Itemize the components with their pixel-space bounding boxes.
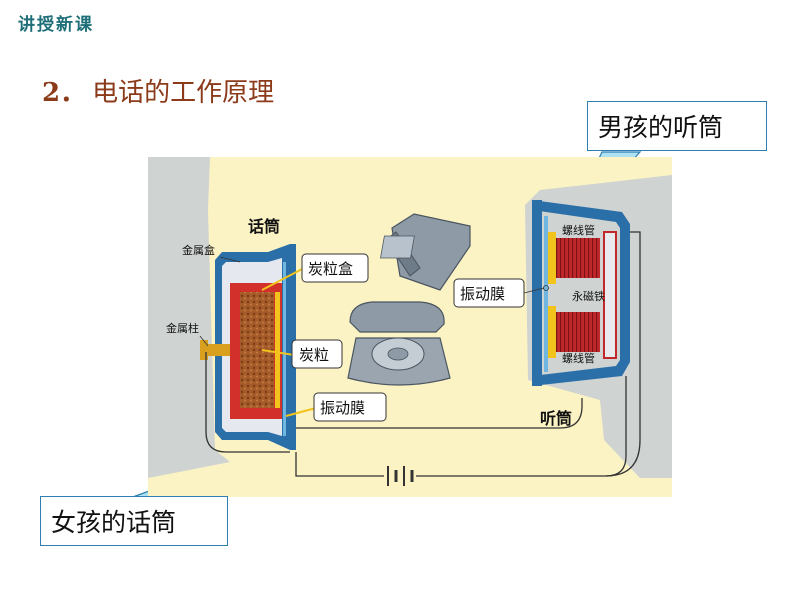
coil-bottom-label: 螺线管 [562,351,595,365]
metal-post-leader [199,335,209,347]
magnet-label: 永磁铁 [572,289,605,303]
coil-bottom [556,312,600,352]
carbon-label: 炭粒 [299,346,329,364]
metal-box-leader [219,256,241,263]
arrow-carbon-box [261,267,305,291]
carbon-box-label-box [301,253,369,283]
header-tag: 讲授新课 [18,15,94,35]
metal-post-label: 金属柱 [166,321,199,335]
coil-bottom-core [548,306,556,358]
carbon-label-box [291,339,343,369]
mouthpiece-heading: 话筒 [248,217,280,236]
permanent-magnet [603,231,617,359]
earpiece-casing [532,200,630,386]
callout-boy-earpiece: 男孩的听筒 [587,101,767,151]
metal-post-cap [200,340,208,360]
carbon-grains [240,292,274,408]
section-number: 2． [42,78,87,108]
mouthpiece-diaphragm-label: 振动膜 [320,399,365,417]
circuit-wires [205,231,641,477]
carbon-box-label: 炭粒盒 [308,260,353,278]
carbon-electrode [275,292,280,408]
section-title: 2．电话的工作原理 [42,72,274,109]
girl-head-silhouette [148,157,230,478]
earpiece-diaphragm-leader [523,287,545,294]
coil-top [556,238,600,278]
battery-symbol-icon [387,466,414,486]
earpiece-frame [532,200,542,386]
earpiece-diaphragm [544,216,548,372]
desk-phone-icon [380,213,471,291]
earpiece-diaphragm-label: 振动膜 [460,285,505,303]
section-title-text: 电话的工作原理 [92,78,275,108]
coil-top-label: 螺线管 [562,223,595,237]
rotary-phone-icon [347,301,451,386]
mouthpiece-diaphragm [283,262,286,436]
coil-top-core [548,232,556,284]
arrow-carbon [261,349,295,356]
metal-box-label: 金属盒 [182,243,215,257]
callout-girl-mouthpiece: 女孩的话筒 [40,496,228,546]
arrow-diaphragm [285,407,317,417]
metal-post [206,344,230,356]
earpiece-heading: 听筒 [540,409,572,428]
earpiece-diaphragm-marker [543,285,549,291]
mouthpiece-diaphragm-label-box [313,392,387,422]
